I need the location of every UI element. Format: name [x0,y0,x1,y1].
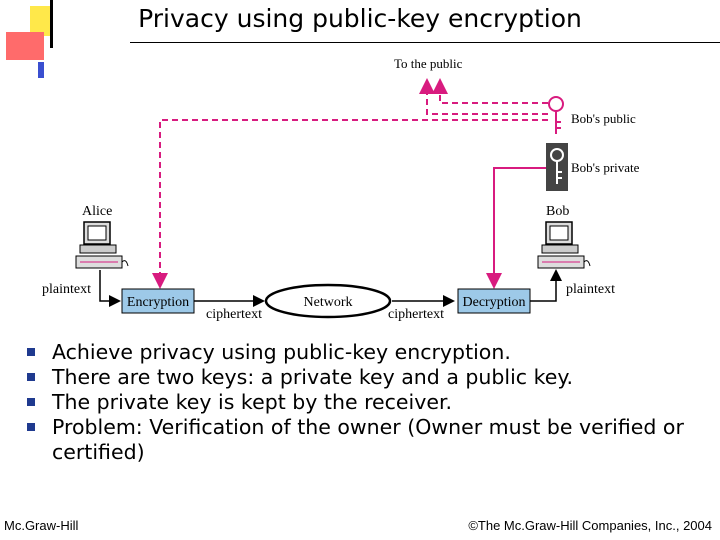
bullet-square-icon [27,373,35,381]
bullet-text: There are two keys: a private key and a … [52,365,574,389]
bobs-public-label: Bob's public [571,111,636,126]
bullet-item: The private key is kept by the receiver. [22,390,712,415]
decryption-box [457,288,531,314]
ciphertext-left-label: ciphertext [206,307,262,322]
network-ellipse [264,283,392,319]
deco-vertical-line [50,0,53,48]
bullet-text: Problem: Verification of the owner (Owne… [52,415,684,464]
ciphertext-right-label: ciphertext [388,307,444,322]
bullet-item: Problem: Verification of the owner (Owne… [22,415,712,465]
to-public-label: To the public [394,56,463,71]
public-key-distribution-lines [152,78,548,289]
bullet-list: Achieve privacy using public-key encrypt… [22,340,712,465]
bullet-item: Achieve privacy using public-key encrypt… [22,340,712,365]
encryption-label: Encryption [127,295,189,310]
network-label: Network [304,295,353,310]
bullet-square-icon [27,398,35,406]
deco-blue-square [38,62,44,78]
bob-plaintext-line [530,269,562,302]
bob-label: Bob [546,204,569,219]
deco-yellow-square [30,6,52,36]
slide-title: Privacy using public-key encryption [138,4,582,33]
plaintext-left-label: plaintext [42,282,91,297]
plaintext-right-label: plaintext [566,282,615,297]
bob-computer-icon [537,221,591,269]
corner-decoration [0,0,60,80]
decryption-label: Decryption [463,295,526,310]
alice-plaintext-line [99,270,121,307]
bullet-item: There are two keys: a private key and a … [22,365,712,390]
private-key-icon [546,143,568,191]
private-key-line [486,167,546,289]
public-key-icon [548,96,564,134]
title-underline [130,42,720,43]
deco-red-square [6,32,44,60]
encryption-box [121,288,195,314]
alice-computer-icon [75,221,129,269]
bullet-square-icon [27,423,35,431]
footer-publisher: Mc.Graw-Hill [4,518,79,533]
bullet-text: Achieve privacy using public-key encrypt… [52,340,511,364]
footer-copyright: ©The Mc.Graw-Hill Companies, Inc., 2004 [468,518,712,533]
alice-label: Alice [82,204,112,219]
public-key-diagram: To the public Bob's public Bob's private… [42,56,640,322]
bobs-private-label: Bob's private [571,160,640,175]
bullet-square-icon [27,348,35,356]
bullet-text: The private key is kept by the receiver. [52,390,453,414]
